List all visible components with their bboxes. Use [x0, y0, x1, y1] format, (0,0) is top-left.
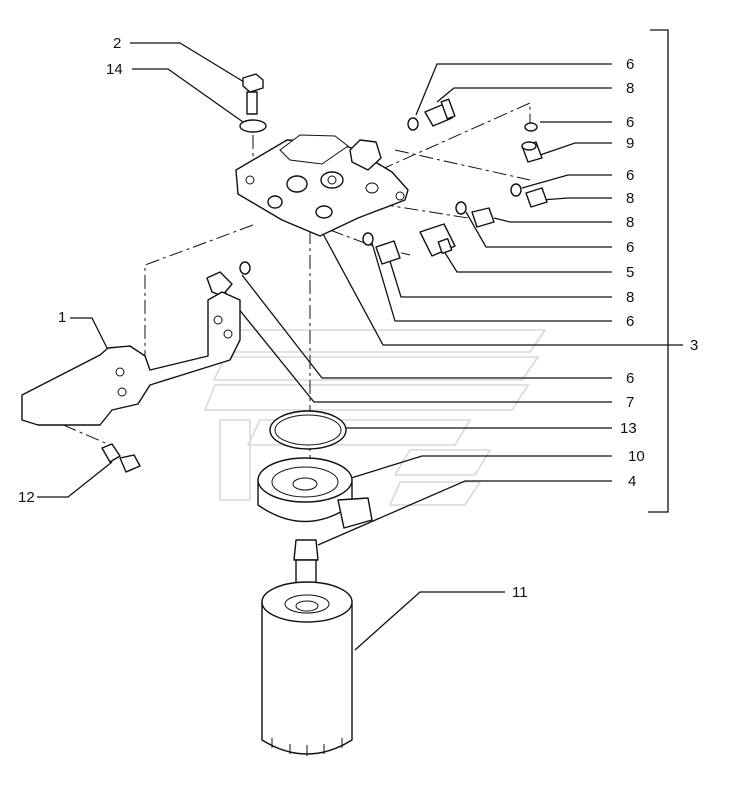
group-bracket [648, 29, 669, 513]
callout-13: 13 [620, 420, 637, 437]
callout-labels: 1 2 14 6 8 6 9 6 8 8 6 5 8 6 3 6 7 13 10… [18, 35, 698, 601]
callout-3: 3 [690, 337, 698, 354]
callout-4: 4 [628, 473, 636, 490]
callout-2: 2 [113, 35, 121, 52]
part-3-filter-head [235, 134, 409, 237]
callout-6f: 6 [626, 370, 634, 387]
part-14-washer [239, 119, 267, 133]
callout-8b: 8 [626, 190, 634, 207]
callout-6b: 6 [626, 114, 634, 131]
part-12-bolt [101, 443, 141, 473]
callout-8d: 8 [626, 289, 634, 306]
part-6-oring-b [524, 122, 538, 132]
part-11-oil-filter [261, 581, 353, 756]
part-8-fitting-top [424, 98, 456, 127]
part-8-fitting-b [525, 187, 548, 208]
callout-6c: 6 [626, 167, 634, 184]
part-7-elbow [206, 271, 233, 297]
part-6-oring-c [510, 183, 522, 197]
part-5-sensor [419, 223, 456, 257]
leader-lines [37, 42, 683, 651]
part-4-nipple [293, 539, 319, 585]
callout-9: 9 [626, 135, 634, 152]
callout-7: 7 [626, 394, 634, 411]
part-8-fitting-c [471, 207, 495, 228]
part-8-fitting-d [375, 240, 401, 265]
callout-5: 5 [626, 264, 634, 281]
part-10-adapter [257, 457, 373, 529]
callout-1: 1 [58, 309, 66, 326]
part-6-oring-f [239, 261, 251, 275]
callout-10: 10 [628, 448, 645, 465]
callout-12: 12 [18, 489, 35, 506]
callout-6a: 6 [626, 56, 634, 73]
callout-14: 14 [106, 61, 123, 78]
callout-6d: 6 [626, 239, 634, 256]
callout-11: 11 [512, 584, 528, 601]
part-1-bracket [21, 291, 241, 426]
part-9-fitting [521, 141, 543, 163]
part-6-oring-d [455, 201, 467, 215]
callout-6e: 6 [626, 313, 634, 330]
callout-8a: 8 [626, 80, 634, 97]
part-6-oring-e [362, 232, 374, 246]
part-6-oring-a [407, 117, 419, 131]
callout-8c: 8 [626, 214, 634, 231]
watermark-logo [203, 329, 547, 506]
part-2-bolt [242, 73, 264, 115]
